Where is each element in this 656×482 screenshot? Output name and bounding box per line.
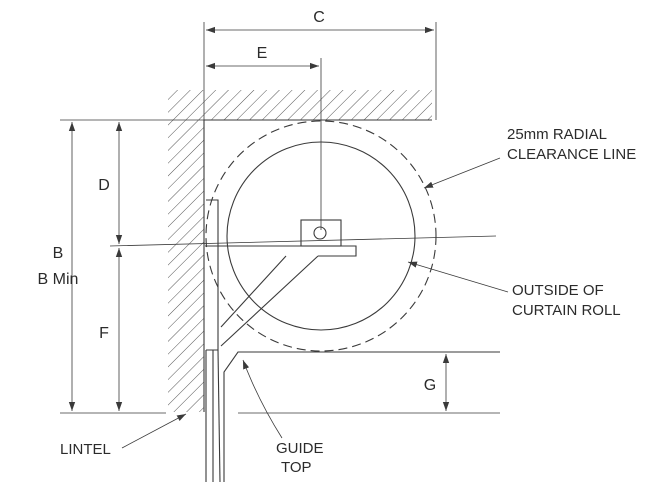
dimension-e: E (206, 45, 319, 70)
dimension-d: D (98, 122, 123, 244)
dimension-g: G (424, 354, 450, 411)
clearance-label-line-1: 25mm RADIAL (507, 126, 607, 143)
guide-top-label-line-2: TOP (281, 459, 312, 476)
dimension-b: B B Min (38, 122, 79, 411)
dimension-b-label: B (53, 245, 64, 262)
radial-clearance-circle (205, 120, 437, 352)
callout-curtain-roll: OUTSIDE OF CURTAIN ROLL (407, 261, 621, 319)
curtain-roll-circle (226, 141, 416, 331)
curtain-roll-label-line-2: CURTAIN ROLL (512, 302, 621, 319)
callout-guide-top: GUIDE TOP (242, 359, 324, 476)
dimension-c-label: C (313, 9, 325, 26)
curtain-roll-label-line-1: OUTSIDE OF (512, 282, 604, 299)
reference-lines (60, 22, 500, 414)
dimension-d-label: D (98, 177, 110, 194)
dimension-f: F (99, 248, 123, 411)
guide-channel (205, 349, 500, 482)
guide-top-label-line-1: GUIDE (276, 440, 324, 457)
clearance-label-line-2: CLEARANCE LINE (507, 146, 636, 163)
mounting-bracket (205, 199, 357, 351)
lintel-label: LINTEL (60, 441, 111, 458)
dimension-e-label: E (257, 45, 268, 62)
callout-lintel: LINTEL (60, 413, 187, 458)
dimension-g-label: G (424, 377, 436, 394)
axle-centre-line (109, 235, 497, 247)
dimension-c: C (206, 9, 434, 34)
wall-hatching (168, 90, 432, 412)
dimension-f-label: F (99, 325, 109, 342)
callout-clearance-line: 25mm RADIAL CLEARANCE LINE (423, 126, 636, 189)
dimension-b-min-label: B Min (38, 271, 79, 288)
